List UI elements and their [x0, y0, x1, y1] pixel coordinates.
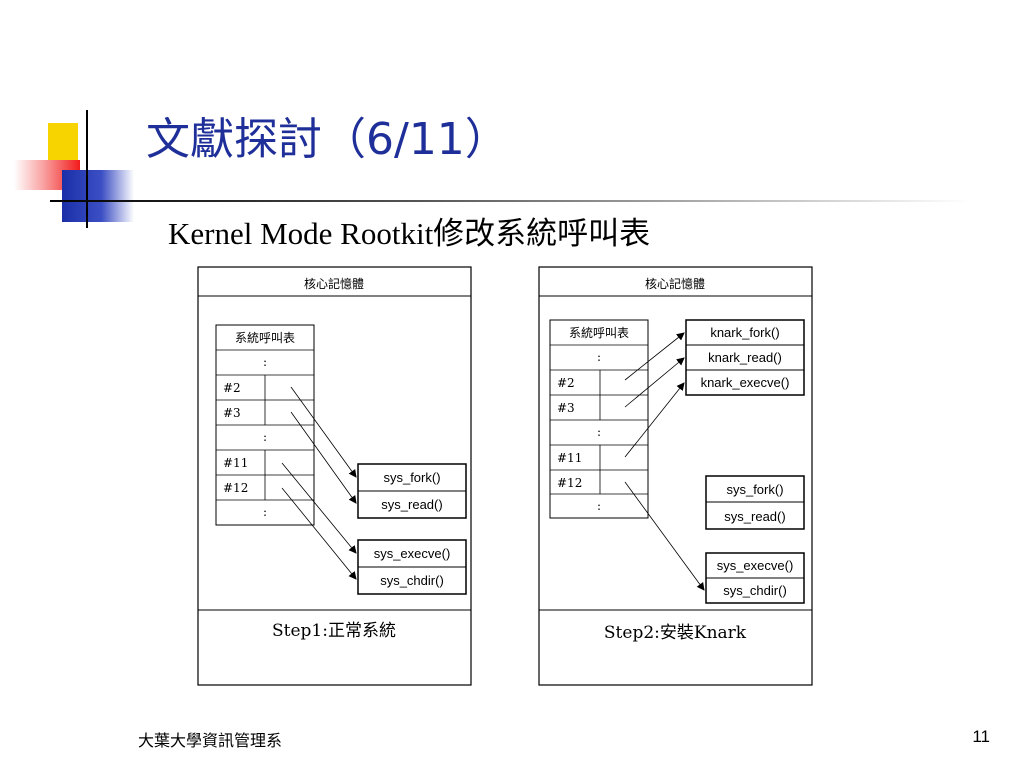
- table-row: :: [263, 430, 267, 444]
- table-row: :: [263, 505, 267, 519]
- table-row: #3: [223, 406, 241, 420]
- table-row: #11: [223, 456, 248, 470]
- panel-header: 核心記憶體: [645, 276, 705, 291]
- panel-step1: 核心記憶體 系統呼叫表 : #2 #3 : #11 #12 : sys_fork…: [197, 266, 472, 686]
- footer-school-name: 大葉大學資訊管理系: [138, 731, 283, 750]
- table-row: #12: [223, 481, 248, 495]
- corner-decoration-horizontal-line: [50, 200, 970, 202]
- table-row: #2: [557, 376, 575, 390]
- pointer-arrow: [624, 332, 685, 381]
- table-row: #12: [557, 476, 582, 490]
- pointer-arrow: [290, 386, 357, 478]
- function-box-label: knark_execve(): [701, 375, 790, 390]
- function-box-label: knark_read(): [708, 350, 782, 365]
- function-box-label: sys_read(): [724, 509, 785, 524]
- function-box-label: sys_read(): [381, 497, 442, 512]
- function-box-label: sys_fork(): [383, 470, 440, 485]
- table-row: #3: [557, 401, 575, 415]
- panel-caption: Step2:安裝Knark: [604, 623, 747, 643]
- table-row: :: [597, 499, 601, 513]
- corner-decoration-vertical-line: [86, 110, 88, 228]
- panel-header: 核心記憶體: [304, 276, 364, 291]
- slide-title: 文獻探討（6/11）: [146, 114, 509, 165]
- function-box-label: sys_execve(): [374, 546, 451, 561]
- table-row: #11: [557, 451, 582, 465]
- corner-decoration-blue: [62, 170, 134, 222]
- table-row: :: [597, 350, 601, 364]
- page-number: 11: [972, 727, 990, 746]
- pointer-arrow: [281, 487, 357, 580]
- syscall-table-title: 系統呼叫表: [235, 331, 295, 345]
- pointer-arrow: [624, 357, 685, 408]
- slide-subtitle: Kernel Mode Rootkit修改系統呼叫表: [168, 216, 651, 251]
- function-box-label: sys_chdir(): [723, 583, 787, 598]
- function-box-label: sys_chdir(): [380, 573, 444, 588]
- table-row: :: [263, 355, 267, 369]
- pointer-arrow: [281, 462, 357, 554]
- pointer-arrow: [624, 481, 705, 591]
- pointer-arrow: [290, 411, 357, 504]
- table-row: #2: [223, 381, 241, 395]
- pointer-arrow: [624, 382, 685, 458]
- function-box-label: knark_fork(): [710, 325, 779, 340]
- syscall-table-title: 系統呼叫表: [569, 326, 629, 340]
- panel-step2: 核心記憶體 系統呼叫表 : #2 #3 : #11 #12 : knark_fo…: [538, 266, 813, 686]
- panel-caption: Step1:正常系統: [272, 621, 396, 641]
- function-box-label: sys_fork(): [726, 482, 783, 497]
- function-box-label: sys_execve(): [717, 558, 794, 573]
- table-row: :: [597, 425, 601, 439]
